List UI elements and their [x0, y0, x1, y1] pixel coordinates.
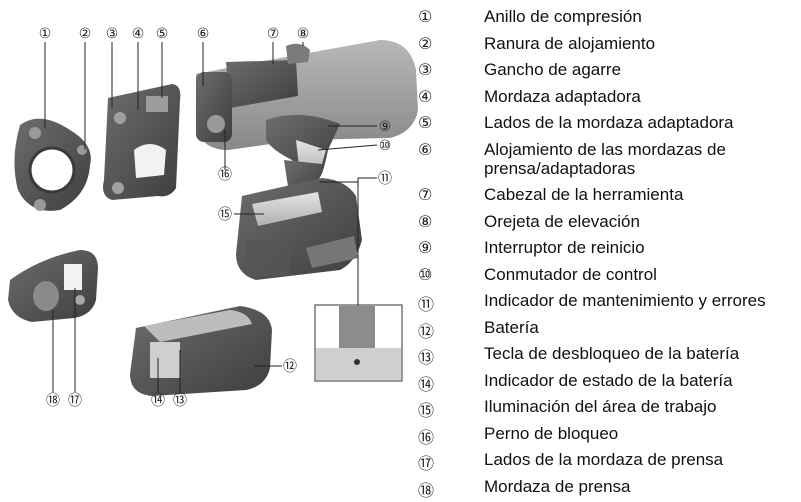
- legend-number: ⑨: [418, 238, 432, 257]
- legend-number: ⑧: [418, 212, 432, 231]
- legend-label: Tecla de desbloqueo de la batería: [484, 344, 739, 363]
- legend-item-4: ④ Mordaza adaptadora: [418, 86, 801, 113]
- battery: [130, 306, 272, 396]
- legend-number: ⑫: [418, 318, 434, 342]
- callout-8: ⑧: [297, 26, 310, 42]
- legend-item-5: ⑤ Lados de la mordaza adaptadora: [418, 112, 801, 139]
- callout-3: ③: [106, 26, 119, 42]
- legend-number: ②: [418, 34, 432, 53]
- legend-number: ⑩: [418, 265, 432, 284]
- callout-16: ⑯: [218, 167, 232, 183]
- legend-item-11: ⑪ Indicador de mantenimiento y errores: [418, 290, 801, 317]
- legend-item-2: ② Ranura de alojamiento: [418, 33, 801, 60]
- callout-17: ⑰: [68, 393, 82, 409]
- callout-2: ②: [79, 26, 92, 42]
- legend-label: Gancho de agarre: [484, 60, 621, 79]
- legend-item-14: ⑭ Indicador de estado de la batería: [418, 370, 801, 397]
- legend-number: ⑪: [418, 291, 434, 315]
- legend-label: Mordaza adaptadora: [484, 87, 641, 106]
- legend-number: ③: [418, 60, 432, 79]
- callout-9: ⑨: [379, 119, 392, 135]
- legend-label: Iluminación del área de trabajo: [484, 397, 716, 416]
- callout-7: ⑦: [267, 26, 280, 42]
- legend-number: ⑰: [418, 450, 434, 474]
- callout-12: ⑫: [283, 359, 297, 375]
- callout-15: ⑮: [218, 207, 232, 223]
- legend-number: ⑬: [418, 344, 434, 368]
- legend-number: ⑦: [418, 185, 432, 204]
- legend-number: ⑮: [418, 397, 434, 421]
- legend-item-3: ③ Gancho de agarre: [418, 59, 801, 86]
- legend-label: Perno de bloqueo: [484, 424, 618, 443]
- adapter-jaw: [103, 84, 180, 200]
- callout-14: ⑭: [151, 393, 165, 409]
- legend-label: Cabezal de la herramienta: [484, 185, 683, 204]
- legend-label: Interruptor de reinicio: [484, 238, 645, 257]
- legend-number: ⑯: [418, 424, 434, 448]
- legend-item-1: ① Anillo de compresión: [418, 6, 801, 33]
- legend-number: ⑤: [418, 113, 432, 132]
- callout-13: ⑬: [173, 393, 187, 409]
- press-tool: [196, 40, 418, 280]
- callout-18: ⑱: [46, 393, 60, 409]
- legend-item-10: ⑩ Conmutador de control: [418, 264, 801, 291]
- legend-label: Mordaza de prensa: [484, 477, 630, 496]
- legend-item-12: ⑫ Batería: [418, 317, 801, 344]
- legend-item-8: ⑧ Orejeta de elevación: [418, 211, 801, 238]
- legend-label: Lados de la mordaza adaptadora: [484, 113, 734, 132]
- legend-item-16: ⑯ Perno de bloqueo: [418, 423, 801, 450]
- callout-11: ⑪: [378, 171, 392, 187]
- compression-ring: [14, 119, 90, 211]
- legend-item-7: ⑦ Cabezal de la herramienta: [418, 184, 801, 211]
- legend-label: Lados de la mordaza de prensa: [484, 450, 723, 469]
- legend-item-18: ⑱ Mordaza de prensa: [418, 476, 801, 502]
- legend-label: Indicador de estado de la batería: [484, 371, 733, 390]
- callout-1: ①: [39, 26, 52, 42]
- legend-item-9: ⑨ Interruptor de reinicio: [418, 237, 801, 264]
- legend-item-13: ⑬ Tecla de desbloqueo de la batería: [418, 343, 801, 370]
- legend-number: ①: [418, 7, 432, 26]
- maintenance-indicator-inset: [315, 305, 402, 381]
- legend-label: Alojamiento de las mordazas de prensa/ad…: [484, 140, 794, 178]
- legend-item-15: ⑮ Iluminación del área de trabajo: [418, 396, 801, 423]
- callout-6: ⑥: [197, 26, 210, 42]
- callout-5: ⑤: [156, 26, 169, 42]
- callout-10: ⑩: [379, 138, 392, 154]
- legend-number: ④: [418, 87, 432, 106]
- legend-label: Indicador de mantenimiento y errores: [484, 291, 766, 310]
- legend-label: Batería: [484, 318, 539, 337]
- legend-number: ⑭: [418, 371, 434, 395]
- legend-label: Conmutador de control: [484, 265, 657, 284]
- legend-label: Anillo de compresión: [484, 7, 642, 26]
- legend-label: Ranura de alojamiento: [484, 34, 655, 53]
- legend-label: Orejeta de elevación: [484, 212, 640, 231]
- legend-item-6: ⑥ Alojamiento de las mordazas de prensa/a…: [418, 139, 801, 185]
- callout-4: ④: [132, 26, 145, 42]
- legend-number: ⑥: [418, 140, 432, 159]
- legend-number: ⑱: [418, 477, 434, 501]
- legend-item-17: ⑰ Lados de la mordaza de prensa: [418, 449, 801, 476]
- parts-legend: ① Anillo de compresión ② Ranura de alojami…: [418, 6, 801, 502]
